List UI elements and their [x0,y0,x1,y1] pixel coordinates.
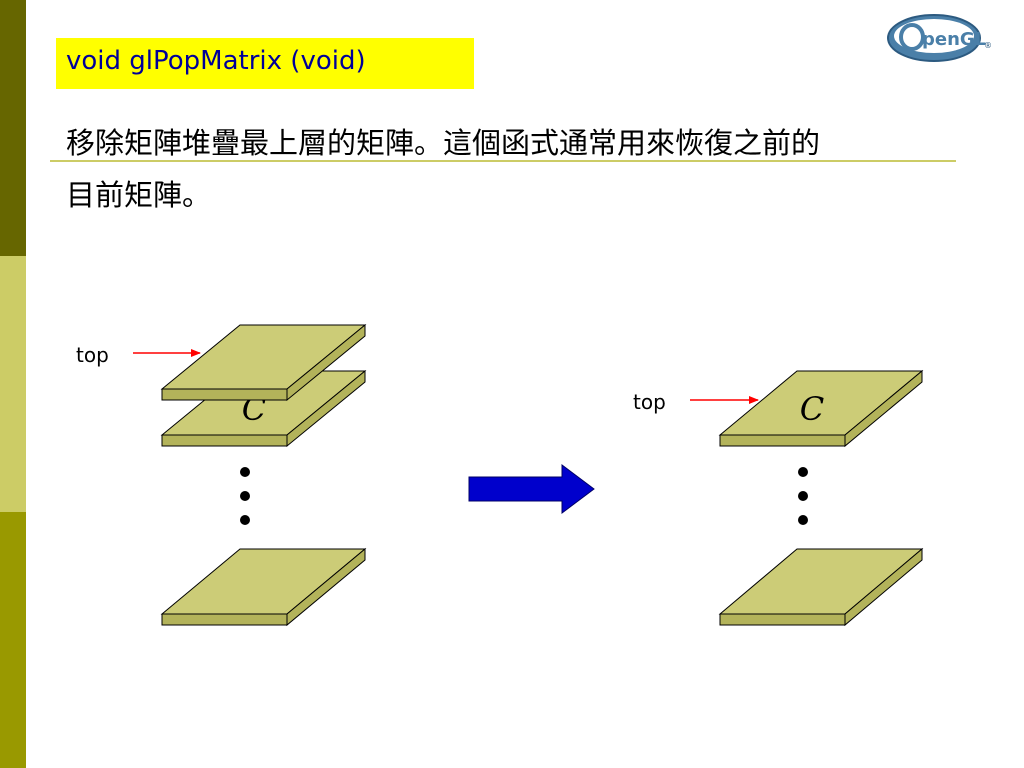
logo-registered-mark: ® [984,41,992,50]
stack-plate-before-top [160,323,367,402]
after-top-label: top [633,390,666,414]
stack-plate-after-bottom [718,547,924,627]
sidebar-band-dark [0,0,26,256]
title-highlight [56,38,474,89]
slide-title: void glPopMatrix (void) [66,46,366,76]
before-top-label: top [76,343,109,367]
logo-wordmark: penGL [922,29,986,50]
stack-plate-before-bottom [160,547,367,627]
after-stack: C top [633,369,924,627]
sidebar-band-olive [0,512,26,768]
before-ellipsis-dots [240,467,250,525]
body-underline [50,160,956,162]
body-text-line-2: 目前矩陣。 [66,178,212,212]
stack-plate-after-top: C [718,369,924,448]
body-text-line-1: 移除矩陣堆疊最上層的矩陣。這個函式通常用來恢復之前的 [66,126,821,160]
opengl-logo: penGL ® [887,14,992,62]
after-ellipsis-dots [798,467,808,525]
before-stack: C top [76,323,367,627]
after-matrix-label: C [800,390,824,428]
sidebar-band-light [0,256,26,512]
right-arrow-icon [468,464,595,514]
